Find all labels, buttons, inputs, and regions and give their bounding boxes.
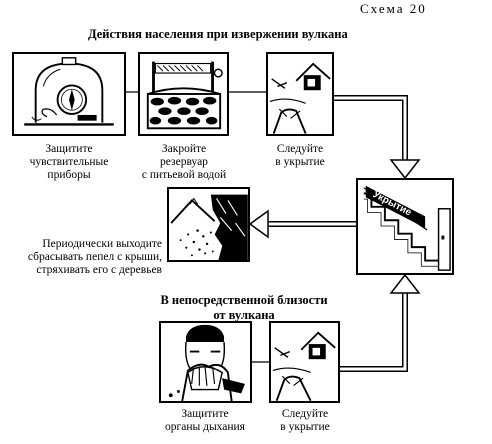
caption-follow-shelter-top: Следуйте в укрытие: [275, 143, 325, 168]
shelter-stairs-icon: [363, 185, 451, 271]
caption-protect-breathing: Защитите органы дыхания: [165, 408, 245, 433]
person-to-house-icon: [269, 62, 331, 134]
panel-remove-ash: [167, 187, 250, 262]
panel-protect-breathing: [159, 321, 252, 403]
caption-remove-ash: Периодически выходите сбрасывать пепел с…: [27, 238, 162, 276]
diagram-title: Действия населения при извержении вулкан…: [88, 27, 348, 41]
caption-close-reservoir: Закройте резервуар с питьевой водой: [141, 143, 227, 181]
subtitle: В непосредственной близости от вулкана: [160, 293, 328, 322]
ash-from-roof-icon: [170, 194, 248, 260]
arrow-to-shelter-bottom: [340, 290, 408, 372]
panel-follow-shelter-bottom: [269, 321, 340, 403]
scheme-label: Схема 20: [360, 1, 427, 16]
panel-close-reservoir: [138, 52, 229, 136]
panel-follow-shelter-top: [266, 52, 334, 136]
compass-under-glass-icon: [24, 57, 114, 126]
caption-protect-devices: Защитите чувствительные приборы: [29, 143, 109, 181]
panel-protect-devices: [12, 52, 126, 136]
water-well-icon: [146, 61, 223, 130]
person-to-house-icon: [272, 331, 336, 401]
person-covering-face-icon: [168, 324, 245, 401]
panel-shelter: Укрытие: [356, 178, 454, 275]
caption-follow-shelter-bottom: Следуйте в укрытие: [280, 408, 330, 433]
arrow-to-shelter-top: [334, 95, 408, 163]
